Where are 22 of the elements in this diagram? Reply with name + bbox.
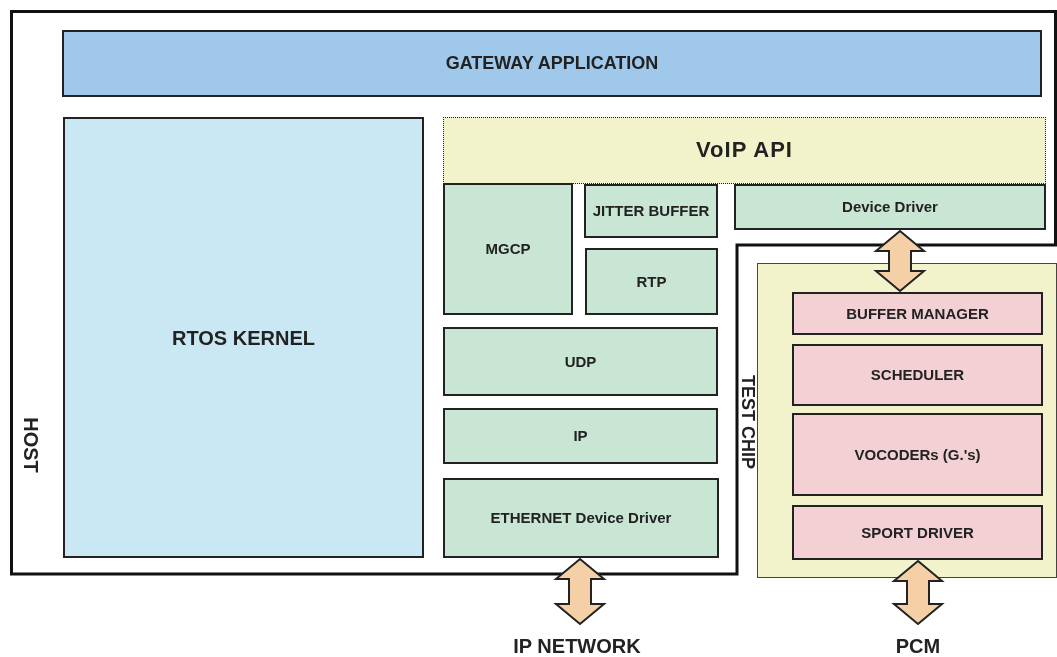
software-module-box: ETHERNET Device Driver [443, 478, 719, 558]
host-label: HOST [18, 417, 42, 473]
chip-module-box: BUFFER MANAGER [792, 292, 1043, 335]
endpoint-label: PCM [868, 633, 968, 657]
host-outline [10, 10, 1057, 576]
software-module-box: UDP [443, 327, 718, 396]
double-arrow [891, 559, 945, 626]
software-module-box: IP [443, 408, 718, 464]
application-layer-box: GATEWAY APPLICATION [62, 30, 1042, 97]
double-arrow [553, 557, 607, 626]
chip-label: TEST CHIP [736, 375, 758, 469]
software-module-box: MGCP [443, 183, 573, 315]
software-module-box: Device Driver [734, 184, 1046, 230]
chip-module-box: SPORT DRIVER [792, 505, 1043, 560]
endpoint-label: IP NETWORK [477, 633, 677, 657]
api-band: VoIP API [443, 117, 1046, 184]
software-module-box: JITTER BUFFER [584, 184, 718, 238]
double-arrow [873, 229, 927, 293]
chip-module-box: VOCODERs (G.'s) [792, 413, 1043, 496]
software-module-box: RTP [585, 248, 718, 315]
chip-module-box: SCHEDULER [792, 344, 1043, 406]
kernel-box: RTOS KERNEL [63, 117, 424, 558]
